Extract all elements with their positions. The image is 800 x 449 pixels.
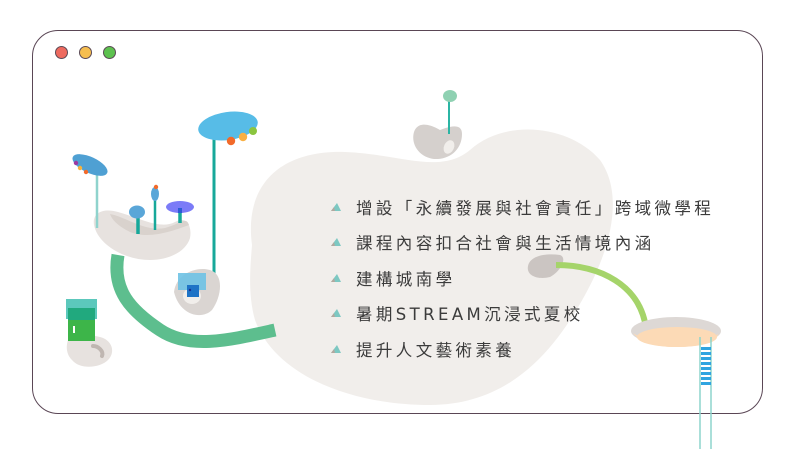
list-item: 暑期STREAM沉浸式夏校: [330, 296, 714, 332]
close-window-button[interactable]: [55, 46, 68, 59]
background-blob: [250, 129, 613, 405]
list-item: 增設「永續發展與社會責任」跨域微學程: [330, 189, 714, 225]
list-item-label: 課程內容扣合社會與生活情境內涵: [356, 234, 655, 254]
triangle-bullet-icon: [331, 273, 341, 282]
list-item: 課程內容扣合社會與生活情境內涵: [330, 225, 714, 261]
feature-list: 增設「永續發展與社會責任」跨域微學程 課程內容扣合社會與生活情境內涵 建構城南學…: [330, 189, 714, 367]
triangle-bullet-icon: [331, 238, 341, 247]
triangle-bullet-icon: [331, 344, 341, 353]
maximize-window-button[interactable]: [103, 46, 116, 59]
list-item-label: 提升人文藝術素養: [356, 340, 516, 360]
list-item: 提升人文藝術素養: [330, 331, 714, 367]
green-path: [110, 253, 277, 349]
list-item-label: 建構城南學: [356, 269, 456, 289]
list-item-label: 暑期STREAM沉浸式夏校: [356, 305, 584, 325]
triangle-bullet-icon: [331, 309, 341, 318]
right-stone: [527, 254, 564, 278]
minimize-window-button[interactable]: [79, 46, 92, 59]
lime-path: [555, 262, 649, 329]
left-stone: [93, 210, 191, 260]
top-stone: [413, 124, 462, 160]
list-item-label: 增設「永續發展與社會責任」跨域微學程: [356, 198, 715, 218]
house-stone: [66, 334, 113, 367]
list-item: 建構城南學: [330, 260, 714, 296]
triangle-bullet-icon: [331, 202, 341, 211]
